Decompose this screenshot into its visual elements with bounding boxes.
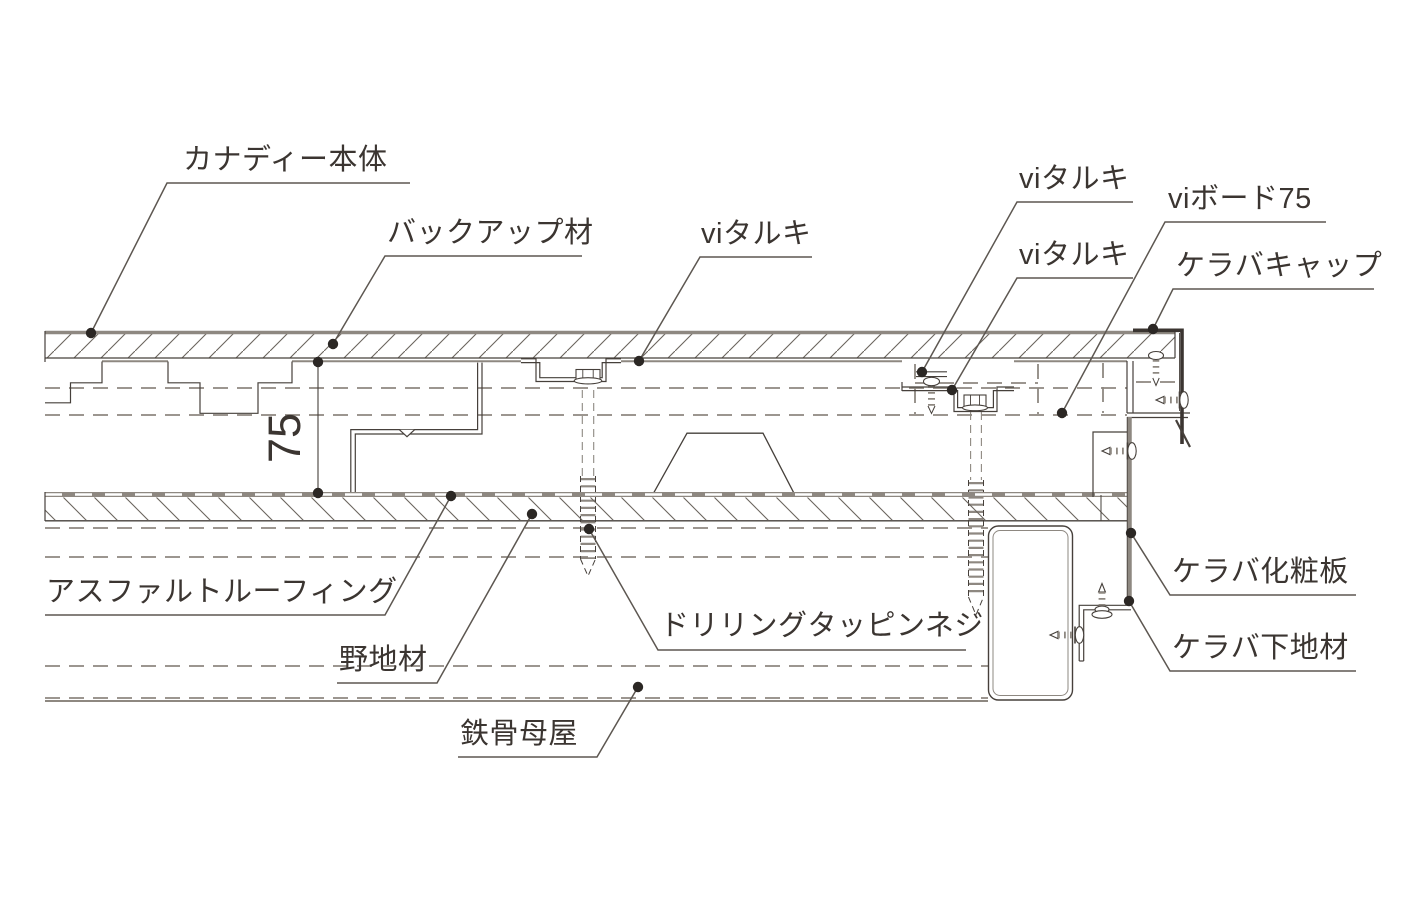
vi-rafter-right-profiles <box>901 371 1014 415</box>
leader-lines <box>45 182 1374 758</box>
tapping-screw-mid <box>580 390 596 578</box>
label-vi-taruki-right: viタルキ <box>1019 239 1130 271</box>
label-vi-board-75: viボード75 <box>1168 183 1312 215</box>
keraba-bracket <box>1092 431 1127 497</box>
board-joint-channel <box>350 362 483 493</box>
hidden-lines <box>45 363 1178 699</box>
label-noji-zai: 野地材 <box>339 644 428 676</box>
screw-icon <box>1147 350 1165 387</box>
sheathing-section <box>44 492 1127 522</box>
deck-rib-profile <box>653 432 795 493</box>
leader-dots <box>85 323 1159 693</box>
label-drilling-tapping-neji: ドリリングタッピンネジ <box>660 610 984 642</box>
steel-purlin-section <box>987 525 1074 701</box>
label-keraba-cap: ケラバキャップ <box>1176 250 1383 282</box>
dimension-75-text: 75 <box>259 412 310 464</box>
screw-icon <box>1048 626 1085 644</box>
label-asphalt-roofing: アスファルトルーフィング <box>46 576 398 608</box>
label-kanadee-hontai: カナディー本体 <box>183 144 388 176</box>
label-tekkotsu-moya: 鉄骨母屋 <box>460 718 579 750</box>
tapping-screw-right <box>968 412 984 617</box>
bolt-icon <box>573 368 603 385</box>
screw-icon <box>1154 391 1189 409</box>
label-vi-taruki-top-right: viタルキ <box>1019 163 1130 195</box>
label-backup-zai: バックアップ材 <box>387 217 594 249</box>
bolt-icon <box>961 394 989 412</box>
screw-icon <box>1100 442 1137 460</box>
screw-icon <box>1091 582 1113 619</box>
screw-icon <box>922 376 941 415</box>
label-keraba-shitaji-zai: ケラバ下地材 <box>1172 632 1349 664</box>
roof-panel-section <box>44 330 1176 363</box>
label-vi-taruki-mid: viタルキ <box>701 218 812 250</box>
board-groove-profiles <box>45 361 293 414</box>
dimension-line-75 <box>312 356 324 499</box>
vi-rafter-mid-profile <box>521 358 621 385</box>
label-keraba-kesho-ban: ケラバ化粧板 <box>1172 556 1349 588</box>
